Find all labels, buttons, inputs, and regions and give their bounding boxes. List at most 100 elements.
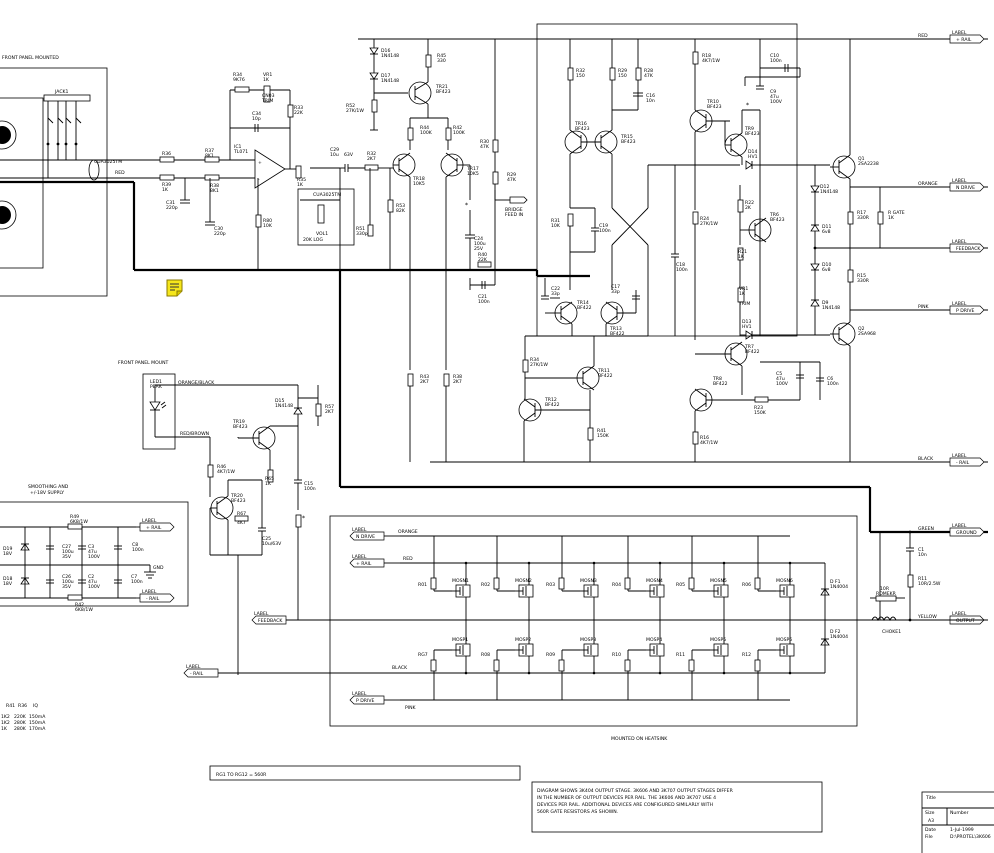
svg-text:1-Jul-1999: 1-Jul-1999 [950,827,974,833]
svg-text:ORANGE: ORANGE [918,181,938,187]
svg-text:R08: R08 [481,652,490,658]
svg-text:MOSN5: MOSN5 [710,578,727,584]
input-opamp-stage: R36 R39 1K R37 8K1 R38 8K1 C31 220p C30 … [159,72,306,270]
svg-text:C7: C7 [131,574,137,580]
mosfet-p: MOSP5 [710,637,729,657]
svg-text:4K7/1W: 4K7/1W [702,58,720,64]
svg-text:LABEL: LABEL [352,527,367,533]
svg-text:C1: C1 [918,547,924,553]
front-panel-label: FRONT PANEL MOUNTED [2,55,59,61]
svg-text:R80: R80 [263,218,272,224]
svg-text:IQ: IQ [33,703,38,709]
svg-text:R52: R52 [346,103,355,109]
svg-text:C19: C19 [599,223,608,229]
svg-text:R51: R51 [356,226,365,232]
svg-text:10K: 10K [551,223,561,229]
svg-text:RED/BROWN: RED/BROWN [180,431,209,437]
svg-text:10K5: 10K5 [467,171,479,177]
svg-text:330p: 330p [356,231,368,237]
svg-text:100n: 100n [676,267,688,273]
svg-text:22K: 22K [294,110,304,116]
svg-text:MOSN2: MOSN2 [515,578,532,584]
svg-text:1K: 1K [1,726,8,732]
svg-text:MOSP2: MOSP2 [515,637,531,643]
svg-text:R41: R41 [6,703,15,709]
svg-text:R11: R11 [676,652,685,658]
svg-text:C25: C25 [262,536,271,542]
svg-text:47K: 47K [507,177,517,183]
svg-text:MOSN4: MOSN4 [646,578,663,584]
svg-text:R49: R49 [70,514,79,520]
svg-text:R42: R42 [453,125,462,131]
mosfet-p: MOSP4 [646,637,665,657]
sticky-note-icon[interactable] [166,279,183,297]
svg-text:C17: C17 [611,284,620,290]
svg-text:R46: R46 [217,464,226,470]
mosfet-n: MOSN5 [710,578,729,598]
svg-text:TR9: TR9 [744,126,754,132]
svg-text:R17: R17 [857,210,866,216]
svg-text:R04: R04 [612,582,621,588]
svg-text:D18: D18 [3,576,12,582]
notes: RG1 TO RG12 = 560R DIAGRAM SHOWS 3K404 O… [209,765,823,833]
svg-text:100u: 100u [474,241,486,247]
svg-text:LABEL: LABEL [254,611,269,617]
svg-text:TR20: TR20 [230,493,243,499]
svg-text:P DRIVE: P DRIVE [356,698,374,704]
output-stage: MOUNTED ON HEATSINK ORANGE RED BLACK PIN… [290,515,988,742]
svg-text:R35: R35 [297,177,306,183]
svg-text:27K/1W: 27K/1W [346,108,364,114]
svg-text:+/-18V SUPPLY: +/-18V SUPPLY [30,490,64,496]
svg-text:C29: C29 [330,147,339,153]
mosfet-row-n: MOSN1R01MOSN2R02MOSN3R03MOSN4R04MOSN5R05… [418,536,795,620]
bias-table: R41 R36 IQ 1K2 220K 150mA 1K2 280K 150mA… [1,703,46,732]
adjust-marker-2: * [746,102,749,109]
svg-text:Title: Title [925,795,936,801]
svg-text:C18: C18 [676,262,685,268]
svg-text:HV1: HV1 [748,154,758,160]
svg-text:PINK: PINK [918,304,930,310]
predriver-stage: Q1 2SA2238 R17 330R R15 330R R GATE 1K D… [810,39,988,462]
svg-text:280K: 280K [14,726,27,732]
svg-text:D:\PROTEL\3K606: D:\PROTEL\3K606 [950,834,991,840]
svg-text:R06: R06 [742,582,751,588]
svg-text:TL071: TL071 [233,149,248,155]
svg-text:2K7: 2K7 [453,379,462,385]
svg-text:2K: 2K [745,205,752,211]
svg-text:MOSN6: MOSN6 [776,578,793,584]
svg-text:BF423: BF423 [231,498,246,504]
opamp-ic1 [254,149,286,189]
svg-text:R57: R57 [325,404,334,410]
svg-text:LABEL: LABEL [952,30,967,36]
svg-text:47u: 47u [88,549,97,555]
svg-text:R29: R29 [507,172,516,178]
svg-text:2K7: 2K7 [325,409,334,415]
svg-text:10u/63V: 10u/63V [262,541,282,547]
svg-text:LABEL: LABEL [952,178,967,184]
svg-text:R12: R12 [742,652,751,658]
svg-text:330: 330 [437,58,446,64]
svg-text:- RAIL: - RAIL [146,596,160,602]
svg-text:D F2: D F2 [830,629,841,635]
svg-text:BF423: BF423 [770,217,785,223]
svg-text:LED1: LED1 [150,379,162,385]
svg-text:1N4004: 1N4004 [830,634,848,640]
input-differential-pair: D16 1N4148 D17 1N4148 R52 27K/1W R45 330… [346,39,528,462]
svg-text:R38: R38 [210,183,219,189]
mosfet-p: MOSP6 [776,637,795,657]
main-bus-lines [134,38,988,534]
mosfet-n: MOSN1 [452,578,471,598]
svg-text:100n: 100n [478,299,490,305]
svg-text:C21: C21 [478,294,487,300]
svg-text:100n: 100n [770,58,782,64]
svg-text:C3: C3 [88,544,94,550]
svg-text:BF423: BF423 [707,104,722,110]
svg-text:100K: 100K [420,130,433,136]
svg-text:D9: D9 [822,300,829,306]
svg-text:R30: R30 [480,139,489,145]
svg-text:R34: R34 [530,357,539,363]
svg-text:27K/1W: 27K/1W [700,221,718,227]
mosfet-n: MOSN6 [776,578,795,598]
